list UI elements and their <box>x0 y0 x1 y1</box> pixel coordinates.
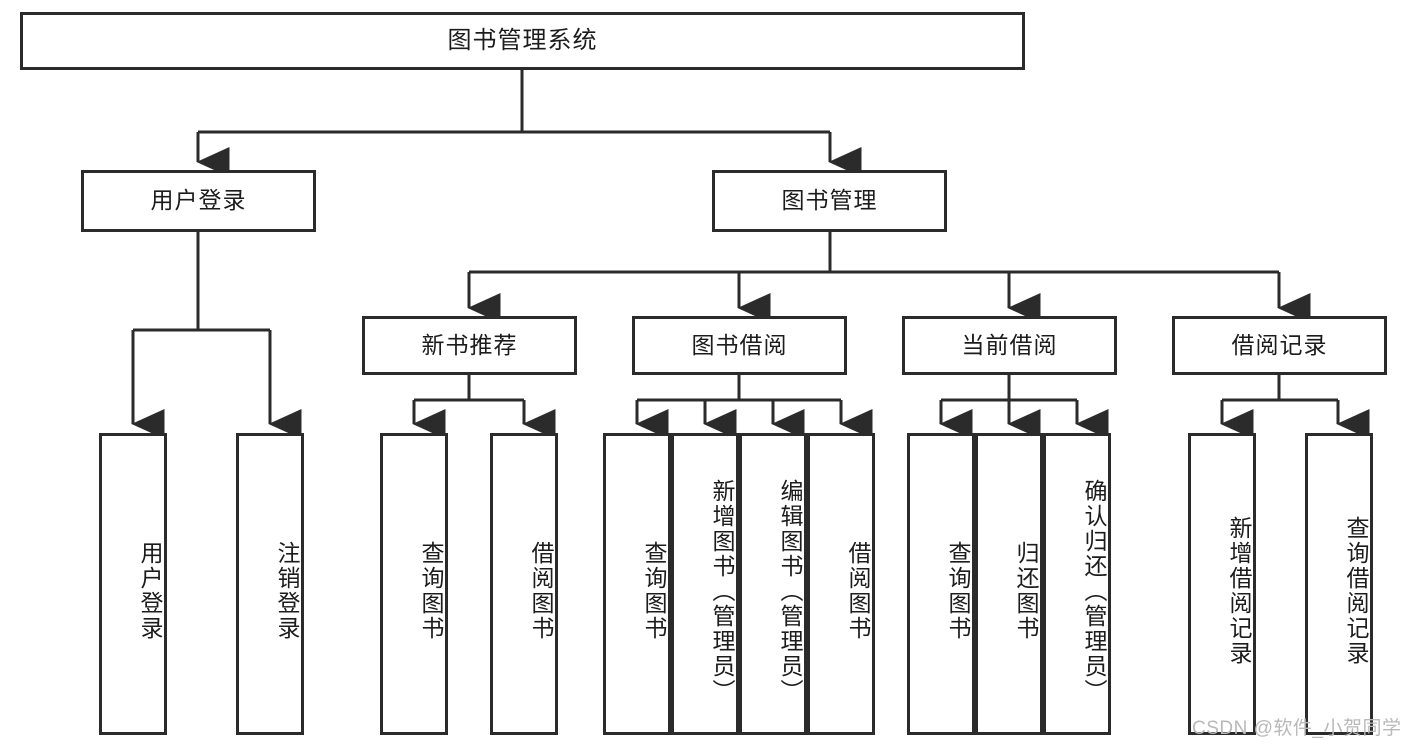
leaf-query-borrow-record-label: 查询借阅记录 <box>1343 516 1369 666</box>
leaf-edit-book-admin[interactable]: 编辑图书（管理员） <box>739 433 807 735</box>
leaf-return-book[interactable]: 归还图书 <box>975 433 1043 735</box>
node-borrow-record[interactable]: 借阅记录 <box>1172 316 1387 375</box>
leaf-confirm-return-admin[interactable]: 确认归还（管理员） <box>1043 433 1111 735</box>
leaf-borrow-book-borrow-label: 借阅图书 <box>845 541 871 641</box>
node-book-manage[interactable]: 图书管理 <box>712 170 947 232</box>
leaf-edit-book-admin-label: 编辑图书（管理员） <box>777 478 803 704</box>
node-current-borrow[interactable]: 当前借阅 <box>902 316 1117 375</box>
leaf-query-book-borrow-label: 查询图书 <box>641 541 667 641</box>
leaf-logout-login-label: 注销登录 <box>274 541 300 641</box>
node-new-book-recommend[interactable]: 新书推荐 <box>362 316 577 375</box>
leaf-borrow-book-borrow[interactable]: 借阅图书 <box>807 433 875 735</box>
leaf-borrow-book-rec[interactable]: 借阅图书 <box>490 433 558 735</box>
leaf-query-book-rec-label: 查询图书 <box>418 541 444 641</box>
node-user-login[interactable]: 用户登录 <box>81 170 316 232</box>
leaf-query-book-borrow[interactable]: 查询图书 <box>603 433 671 735</box>
leaf-logout-login[interactable]: 注销登录 <box>236 433 304 735</box>
leaf-query-borrow-record[interactable]: 查询借阅记录 <box>1305 433 1373 735</box>
node-book-borrow[interactable]: 图书借阅 <box>632 316 847 375</box>
leaf-user-login-label: 用户登录 <box>137 541 163 641</box>
leaf-confirm-return-admin-label: 确认归还（管理员） <box>1081 478 1107 704</box>
leaf-borrow-book-rec-label: 借阅图书 <box>528 541 554 641</box>
leaf-add-book-admin-label: 新增图书（管理员） <box>709 478 735 704</box>
leaf-return-book-label: 归还图书 <box>1013 541 1039 641</box>
leaf-add-borrow-record[interactable]: 新增借阅记录 <box>1188 433 1256 735</box>
leaf-add-borrow-record-label: 新增借阅记录 <box>1226 516 1252 666</box>
node-root-system[interactable]: 图书管理系统 <box>20 12 1025 70</box>
csdn-watermark: CSDN @软件_小贺同学 <box>1192 718 1402 739</box>
leaf-add-book-admin[interactable]: 新增图书（管理员） <box>671 433 739 735</box>
leaf-user-login[interactable]: 用户登录 <box>99 433 167 735</box>
leaf-query-book-rec[interactable]: 查询图书 <box>380 433 448 735</box>
leaf-query-book-current-label: 查询图书 <box>945 541 971 641</box>
leaf-query-book-current[interactable]: 查询图书 <box>907 433 975 735</box>
